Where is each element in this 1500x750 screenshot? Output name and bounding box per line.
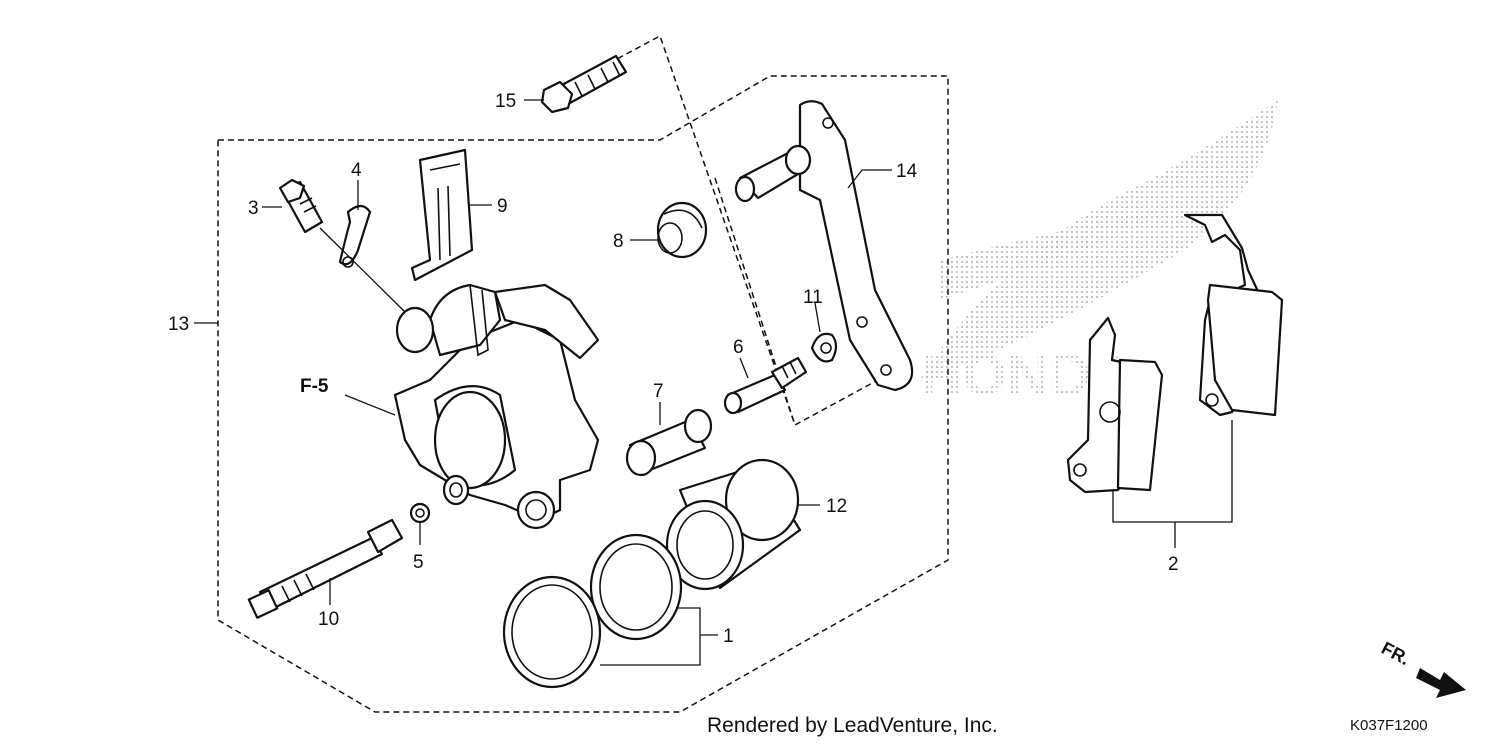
- callout-12: 12: [826, 496, 847, 517]
- bracket-14: [734, 100, 914, 392]
- callout-7: 7: [653, 381, 664, 402]
- pin-7: [625, 408, 713, 477]
- callout-3: 3: [248, 198, 259, 219]
- front-label: FR.: [1378, 638, 1413, 669]
- callout-9: 9: [497, 196, 508, 217]
- bolt-15: [540, 54, 628, 114]
- clip-4: [338, 204, 372, 268]
- callout-2: 2: [1168, 554, 1179, 575]
- diagram-code: K037F1200: [1350, 717, 1428, 734]
- pin-bolt-10: [247, 518, 404, 619]
- boot-8: [656, 201, 708, 259]
- callout-4: 4: [351, 160, 362, 181]
- boot-11: [810, 332, 838, 363]
- callout-14: 14: [896, 161, 918, 182]
- leader-lines: [194, 99, 1233, 666]
- seals-1: [502, 533, 683, 689]
- bleeder-axis: [319, 227, 406, 313]
- reference-f5: F-5: [300, 376, 329, 397]
- callout-5: 5: [413, 552, 424, 573]
- spring-plate-9: [410, 148, 474, 282]
- bracket-14-outline: [714, 177, 796, 426]
- credit-text: Rendered by LeadVenture, Inc.: [707, 714, 998, 737]
- washer-5: [409, 502, 431, 524]
- callout-15: 15: [495, 91, 516, 112]
- bolt-15-axis: [599, 34, 901, 427]
- front-arrow-icon: [1416, 668, 1466, 698]
- callout-11: 11: [803, 287, 823, 308]
- piston-12: [665, 458, 802, 591]
- callout-13: 13: [168, 314, 189, 335]
- pin-6: [723, 356, 808, 415]
- callout-6: 6: [733, 337, 744, 358]
- callout-1: 1: [723, 626, 734, 647]
- bleeder-3: [278, 178, 324, 234]
- assembly-outline-13: [217, 75, 949, 713]
- callout-10: 10: [318, 609, 339, 630]
- callout-8: 8: [613, 231, 624, 252]
- brake-pads-2: [1066, 213, 1284, 494]
- front-direction-indicator: FR.: [1378, 638, 1466, 698]
- caliper-body-13: [393, 283, 600, 530]
